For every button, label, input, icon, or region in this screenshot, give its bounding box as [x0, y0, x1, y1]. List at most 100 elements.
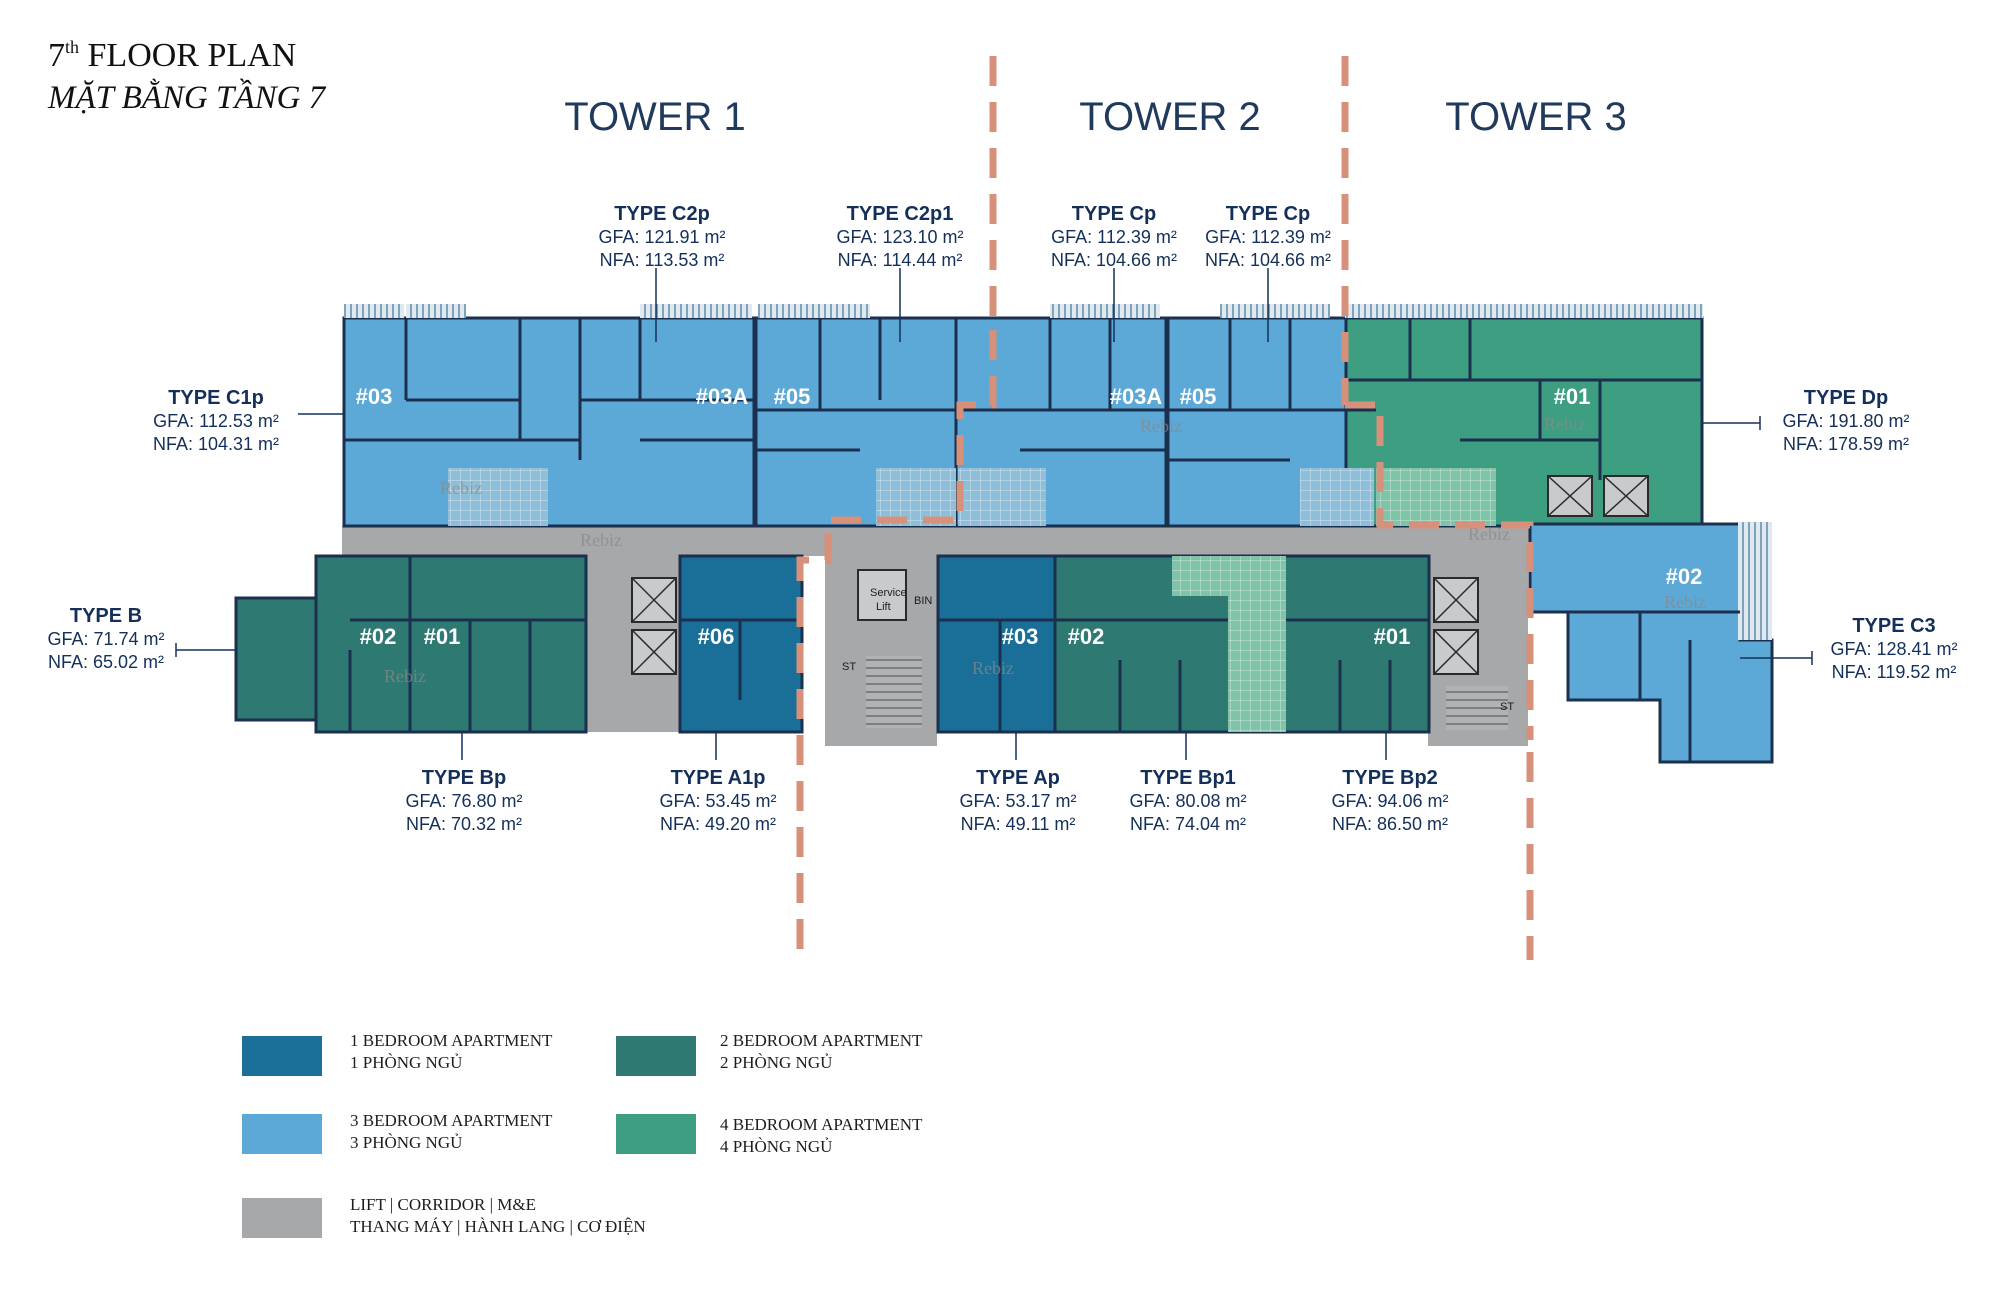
type-nfa: NFA: 70.32 m²: [406, 814, 522, 834]
type-name: TYPE B: [70, 605, 142, 627]
type-nfa: NFA: 104.31 m²: [153, 434, 279, 454]
floor-plan-title: 7th FLOOR PLAN: [48, 37, 296, 74]
unit-t2-05: #05: [1180, 384, 1217, 409]
unit-t3-01: #01: [1554, 384, 1591, 409]
balcony-t3-02: [1738, 522, 1772, 640]
unit-t2-03a: #03A: [1110, 384, 1163, 409]
balcony-4: [758, 304, 870, 318]
type-callout-c3: TYPE C3 GFA: 128.41 m² NFA: 119.52 m²: [1830, 615, 1957, 682]
type-gfa: GFA: 128.41 m²: [1830, 639, 1957, 659]
type-name: TYPE C2p1: [847, 203, 954, 225]
stair-core-1: [866, 656, 922, 728]
type-name: TYPE C2p: [614, 203, 710, 225]
type-gfa: GFA: 191.80 m²: [1782, 411, 1909, 431]
watermark-2: Rebiz: [580, 530, 622, 550]
bin-label: BIN: [914, 595, 932, 607]
stair-label-1: ST: [842, 661, 856, 673]
legend-label-en: 1 BEDROOM APARTMENT: [350, 1031, 553, 1050]
legend-swatch: [616, 1036, 696, 1076]
legend-swatch: [242, 1198, 322, 1238]
type-gfa: GFA: 53.17 m²: [959, 791, 1076, 811]
type-callout-bp: TYPE Bp GFA: 76.80 m² NFA: 70.32 m²: [405, 767, 522, 834]
balcony-5: [1050, 304, 1160, 318]
type-name: TYPE Bp1: [1140, 767, 1236, 789]
legend-item-4-bedroom: 4 BEDROOM APARTMENT 4 PHÒNG NGỦ: [616, 1114, 923, 1156]
unit-labels: #03 #03A #05 #03A #05 #01 #02 #01 #06 #0…: [356, 384, 1703, 649]
type-nfa: NFA: 104.66 m²: [1051, 250, 1177, 270]
type-name: TYPE Bp: [422, 767, 506, 789]
legend-label-vn: 3 PHÒNG NGỦ: [350, 1133, 462, 1152]
balcony-1: [344, 304, 404, 318]
type-nfa: NFA: 113.53 m²: [600, 250, 725, 270]
type-gfa: GFA: 112.39 m²: [1205, 227, 1331, 247]
unit-t2-01: #01: [1374, 624, 1411, 649]
unit-t2-02-block: [1053, 554, 1257, 734]
type-gfa: GFA: 123.10 m²: [836, 227, 963, 247]
type-name: TYPE C1p: [168, 387, 264, 409]
type-gfa: GFA: 121.91 m²: [598, 227, 725, 247]
terrace-1: [448, 468, 548, 526]
type-callout-a1p: TYPE A1p GFA: 53.45 m² NFA: 49.20 m²: [659, 767, 776, 834]
interior-walls: [344, 318, 1740, 762]
watermark-6: Rebiz: [1664, 592, 1706, 612]
type-name: TYPE C3: [1852, 615, 1935, 637]
tower-3-title: TOWER 3: [1445, 95, 1627, 139]
terrace-5: [1376, 468, 1496, 526]
unit-t2-02: #02: [1068, 624, 1105, 649]
unit-t1-03a: #03A: [696, 384, 749, 409]
balcony-2: [406, 304, 466, 318]
type-nfa: NFA: 49.11 m²: [961, 814, 1076, 834]
type-nfa: NFA: 49.20 m²: [660, 814, 776, 834]
unit-t1-03-block: [342, 316, 756, 528]
lift-shaft-crosses: [631, 475, 1649, 675]
balcony-3: [640, 304, 752, 318]
type-nfa: NFA: 119.52 m²: [1832, 662, 1957, 682]
terrace-3: [958, 468, 1046, 526]
unit-t2-03: #03: [1002, 624, 1039, 649]
legend-item-1-bedroom: 1 BEDROOM APARTMENT 1 PHÒNG NGỦ: [242, 1031, 553, 1076]
legend-item-3-bedroom: 3 BEDROOM APARTMENT 3 PHÒNG NGỦ: [242, 1111, 553, 1154]
type-nfa: NFA: 114.44 m²: [838, 250, 963, 270]
type-nfa: NFA: 65.02 m²: [48, 652, 164, 672]
legend: 1 BEDROOM APARTMENT 1 PHÒNG NGỦ 2 BEDROO…: [242, 1031, 923, 1238]
unit-t2-03-block: [936, 554, 1060, 734]
terrace-2: [876, 468, 956, 526]
stair-core-2: [1446, 686, 1508, 730]
watermark-4: Rebiz: [1544, 414, 1586, 434]
callout-leaders: [175, 268, 1813, 760]
unit-t1-02-wing: [234, 596, 322, 722]
tower-2-title: TOWER 2: [1079, 95, 1261, 139]
legend-label-en: LIFT | CORRIDOR | M&E: [350, 1195, 536, 1214]
floor-plan-title-vn: MẶT BẰNG TẦNG 7: [47, 77, 327, 116]
watermark-5: Rebiz: [1468, 524, 1510, 544]
tower-dividers: [796, 56, 1534, 960]
terrace-4: [1300, 468, 1374, 526]
legend-label-en: 3 BEDROOM APARTMENT: [350, 1111, 553, 1130]
type-callout-b: TYPE B GFA: 71.74 m² NFA: 65.02 m²: [47, 605, 164, 672]
type-name: TYPE Dp: [1804, 387, 1888, 409]
type-gfa: GFA: 112.39 m²: [1051, 227, 1177, 247]
type-callout-c1p: TYPE C1p GFA: 112.53 m² NFA: 104.31 m²: [153, 387, 279, 454]
unit-t1-01: #01: [424, 624, 461, 649]
watermark-3: Rebiz: [1140, 416, 1182, 436]
unit-t1-03: #03: [356, 384, 393, 409]
type-nfa: NFA: 178.59 m²: [1783, 434, 1909, 454]
service-lift-label-2: Lift: [876, 601, 891, 613]
type-nfa: NFA: 86.50 m²: [1332, 814, 1448, 834]
terrace-6: [1172, 556, 1252, 596]
legend-label-en: 2 BEDROOM APARTMENT: [720, 1031, 923, 1050]
legend-label-vn: THANG MÁY | HÀNH LANG | CƠ ĐIỆN: [350, 1217, 646, 1236]
type-gfa: GFA: 71.74 m²: [47, 629, 164, 649]
type-name: TYPE A1p: [671, 767, 766, 789]
type-gfa: GFA: 112.53 m²: [153, 411, 279, 431]
watermark-1: Rebiz: [440, 478, 482, 498]
watermark-7: Rebiz: [384, 666, 426, 686]
type-name: TYPE Bp2: [1342, 767, 1438, 789]
type-callout-c2p1: TYPE C2p1 GFA: 123.10 m² NFA: 114.44 m²: [836, 203, 963, 270]
legend-label-en: 4 BEDROOM APARTMENT: [720, 1115, 923, 1134]
service-lift-label-1: Service: [870, 587, 907, 599]
balcony-t3-01: [1345, 304, 1703, 318]
type-name: TYPE Cp: [1072, 203, 1156, 225]
unit-t3-02-block: [1528, 522, 1774, 764]
stair-label-2: ST: [1500, 701, 1514, 713]
